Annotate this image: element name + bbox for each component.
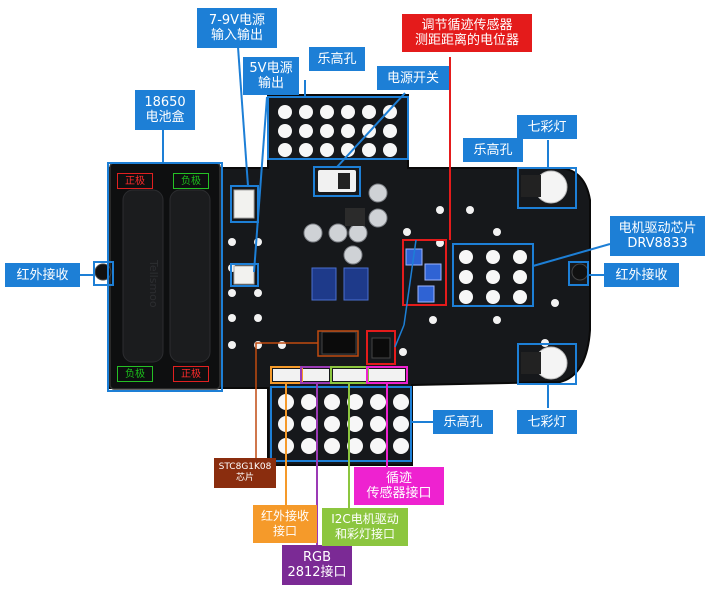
lego-hole: [320, 143, 334, 157]
highlight-lego-top: [267, 96, 409, 160]
battery-slot-left: [122, 189, 164, 363]
lego-hole: [301, 416, 317, 432]
lego-hole: [459, 270, 473, 284]
lego-hole: [324, 438, 340, 454]
lego-hole: [341, 143, 355, 157]
tag-positive-top: 正极: [117, 173, 153, 189]
label-lego-bottom: 乐高孔: [433, 410, 493, 434]
lego-hole: [341, 105, 355, 119]
mcu-chip: [321, 331, 357, 355]
label-lego-right: 乐高孔: [463, 138, 523, 162]
lego-hole: [347, 416, 363, 432]
lego-hole: [301, 438, 317, 454]
highlight-ir-left: [93, 261, 114, 286]
lego-holes-top: [278, 105, 397, 157]
tag-positive-bottom: 正极: [173, 366, 209, 382]
label-mcu: STC8G1K08 芯片: [214, 458, 276, 488]
header-i2c: [333, 369, 366, 381]
label-ir-right: 红外接收: [604, 263, 679, 287]
driver-chip: [371, 337, 391, 359]
label-5v-out: 5V电源 输出: [243, 57, 299, 95]
lego-hole: [362, 143, 376, 157]
header-track: [369, 369, 405, 381]
lego-hole: [393, 438, 409, 454]
label-i2c-port: I2C电机驱动 和彩灯接口: [322, 508, 408, 546]
lego-hole: [383, 124, 397, 138]
lego-hole: [341, 124, 355, 138]
lego-hole: [370, 416, 386, 432]
lego-hole: [370, 394, 386, 410]
lego-hole: [301, 394, 317, 410]
lego-hole: [320, 105, 334, 119]
highlight-5v: [230, 263, 259, 287]
label-lego-top: 乐高孔: [309, 47, 365, 71]
label-ir-left: 红外接收: [5, 263, 80, 287]
lego-hole: [486, 250, 500, 264]
lego-hole: [459, 290, 473, 304]
tag-negative-bottom: 负极: [117, 366, 153, 382]
label-led-top: 七彩灯: [517, 115, 577, 139]
lego-hole: [299, 124, 313, 138]
lego-hole: [459, 250, 473, 264]
label-battery: 18650 电池盒: [135, 90, 195, 130]
lego-hole: [393, 394, 409, 410]
lego-hole: [299, 105, 313, 119]
lego-hole: [393, 416, 409, 432]
lego-hole: [486, 290, 500, 304]
lego-holes-bottom: [278, 394, 409, 454]
header-rgb: [303, 369, 329, 381]
label-track-port: 循迹 传感器接口: [354, 467, 444, 505]
highlight-lego-right: [452, 243, 534, 307]
lego-hole: [278, 124, 292, 138]
power-switch-body: [318, 170, 356, 192]
lego-hole: [513, 290, 527, 304]
lego-hole: [278, 105, 292, 119]
highlight-battery: [107, 162, 223, 392]
lego-hole: [513, 250, 527, 264]
label-rgb-port: RGB 2812接口: [282, 545, 352, 585]
power-switch-knob: [338, 173, 350, 189]
lego-hole: [278, 143, 292, 157]
lego-hole: [347, 438, 363, 454]
lego-holes-right: [459, 250, 527, 304]
header-ir: [273, 369, 300, 381]
lego-hole: [320, 124, 334, 138]
lego-hole: [486, 270, 500, 284]
lego-hole: [362, 105, 376, 119]
label-power-in: 7-9V电源 输入输出: [197, 8, 277, 48]
lego-hole: [383, 143, 397, 157]
label-driver: 电机驱动芯片 DRV8833: [610, 216, 705, 256]
highlight-power-in: [230, 185, 259, 223]
highlight-ir-right: [568, 261, 589, 286]
lego-hole: [370, 438, 386, 454]
battery-slot-right: [169, 189, 211, 363]
highlight-lego-bottom: [270, 386, 412, 462]
lego-hole: [324, 416, 340, 432]
label-potentiometer: 调节循迹传感器 测距距离的电位器: [402, 14, 532, 52]
tag-negative-top: 负极: [173, 173, 209, 189]
ir-right: [571, 263, 589, 281]
board-printed-text: Tellsmoo: [147, 259, 160, 308]
lego-hole: [324, 394, 340, 410]
label-power-switch: 电源开关: [377, 66, 449, 90]
lego-hole: [299, 143, 313, 157]
label-ir-port: 红外接收 接口: [253, 505, 317, 543]
out-5v-connector: [233, 265, 255, 285]
highlight-pot: [402, 239, 447, 306]
label-led-bottom: 七彩灯: [517, 410, 577, 434]
lego-hole: [347, 394, 363, 410]
lego-hole: [383, 105, 397, 119]
highlight-driver: [366, 330, 396, 365]
lego-hole: [513, 270, 527, 284]
power-in-connector: [233, 189, 255, 219]
